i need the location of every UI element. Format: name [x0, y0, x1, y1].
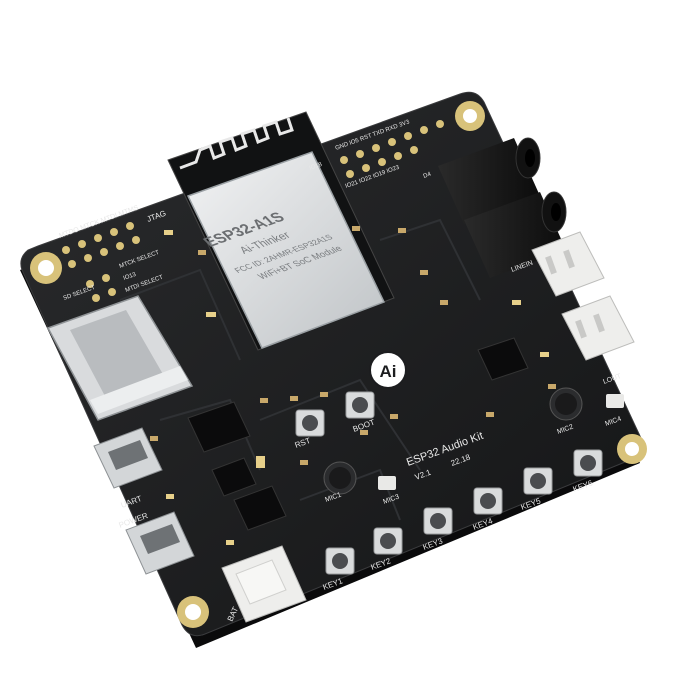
- d4-label: D4: [423, 171, 433, 179]
- speaker-connector-right[interactable]: [561, 295, 635, 361]
- key3-button[interactable]: [423, 507, 453, 535]
- svg-text:Ai: Ai: [380, 362, 397, 381]
- key5-button[interactable]: [523, 467, 553, 495]
- mounting-hole: [177, 596, 209, 628]
- speaker-connector-left[interactable]: [531, 231, 605, 297]
- esp32-shield-can: [186, 151, 386, 349]
- power-chip: [233, 485, 287, 531]
- mic4: [606, 394, 624, 408]
- audio-codec-chip: [187, 401, 251, 453]
- mic2: [549, 387, 583, 421]
- mic3: [378, 476, 396, 490]
- sd-card-lip: [90, 366, 188, 414]
- sd-card-slot-window: [70, 310, 164, 398]
- uart-bridge-chip: [211, 457, 257, 497]
- rst-button[interactable]: [295, 409, 325, 437]
- usb-uart-port[interactable]: [93, 427, 163, 489]
- key6-button[interactable]: [573, 449, 603, 477]
- antenna-trace: [179, 117, 294, 170]
- io18-label: IO18: [309, 162, 324, 172]
- amplifier-chip: [477, 337, 529, 381]
- mounting-hole: [455, 101, 485, 131]
- usb-power-port[interactable]: [125, 511, 195, 575]
- smd-components: [150, 226, 556, 545]
- ai-thinker-logo: Ai: [369, 351, 407, 389]
- io13-label: IO13: [123, 272, 138, 282]
- key2-button[interactable]: [373, 527, 403, 555]
- key1-button[interactable]: [325, 547, 355, 575]
- jtag-header[interactable]: [62, 222, 140, 302]
- key4-button[interactable]: [473, 487, 503, 515]
- mounting-hole: [617, 434, 647, 464]
- gpio-header[interactable]: [340, 120, 444, 178]
- mounting-hole: [30, 252, 62, 284]
- pcb-traces: [119, 218, 481, 521]
- boot-button[interactable]: [345, 391, 375, 419]
- mic1: [323, 461, 357, 495]
- battery-connector[interactable]: [221, 545, 307, 623]
